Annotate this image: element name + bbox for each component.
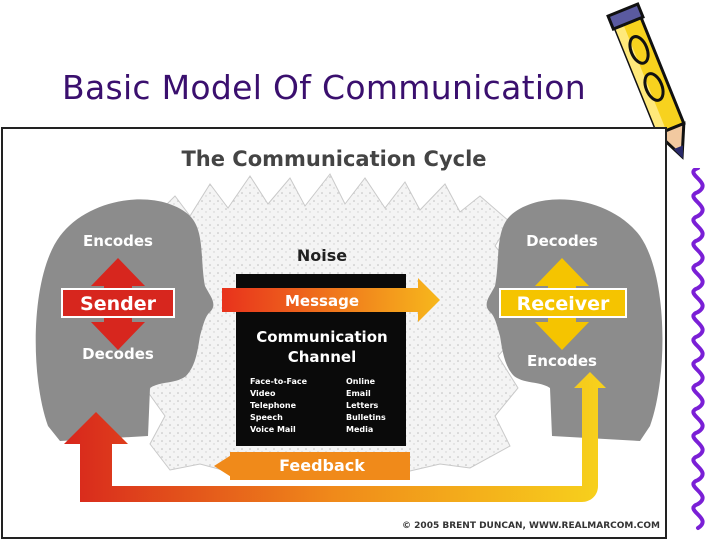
receiver-encodes-label: Encodes bbox=[527, 352, 597, 370]
copyright-text: © 2005 BRENT DUNCAN, WWW.REALMARCOM.COM bbox=[402, 521, 660, 531]
channel-title-line2: Channel bbox=[288, 348, 356, 366]
pencil-icon bbox=[606, 2, 686, 160]
sender-box bbox=[61, 288, 175, 318]
channel-item: Speech bbox=[250, 413, 283, 422]
message-label: Message bbox=[285, 292, 359, 310]
channel-item: Voice Mail bbox=[250, 425, 296, 434]
channel-title-line1: Communication bbox=[256, 328, 387, 346]
communication-cycle-diagram: The Communication Cycle Encodes Sender D… bbox=[0, 126, 668, 540]
squiggle-border bbox=[691, 168, 705, 530]
feedback-band bbox=[230, 452, 410, 480]
feedback-chevron bbox=[214, 452, 236, 480]
receiver-decodes-label: Decodes bbox=[526, 232, 598, 250]
channel-item: Media bbox=[346, 425, 373, 434]
channel-item: Telephone bbox=[250, 401, 297, 410]
sender-encodes-label: Encodes bbox=[83, 232, 153, 250]
channel-item: Bulletins bbox=[346, 413, 386, 422]
message-arrow bbox=[222, 278, 440, 322]
receiver-label: Receiver bbox=[517, 293, 610, 315]
channel-item: Video bbox=[250, 389, 276, 398]
noise-label: Noise bbox=[297, 246, 347, 265]
channel-item: Face-to-Face bbox=[250, 377, 308, 386]
diagram-title: The Communication Cycle bbox=[181, 147, 486, 171]
feedback-label: Feedback bbox=[279, 456, 365, 475]
channel-item: Email bbox=[346, 389, 371, 398]
sender-label: Sender bbox=[80, 293, 157, 315]
slide-title: Basic Model Of Communication bbox=[62, 68, 587, 107]
channel-item: Letters bbox=[346, 401, 379, 410]
feedback-arrow bbox=[64, 372, 606, 502]
receiver-box bbox=[499, 288, 627, 318]
channel-item: Online bbox=[346, 377, 376, 386]
sender-decodes-label: Decodes bbox=[82, 345, 154, 363]
